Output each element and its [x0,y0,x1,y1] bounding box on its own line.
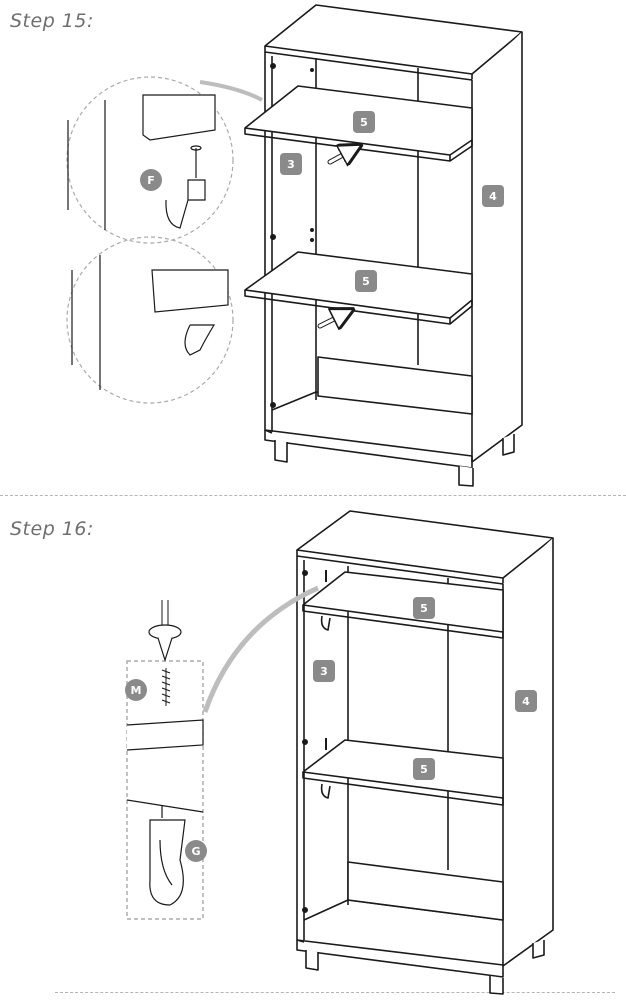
step15-part-label-3: 3 [280,153,302,175]
step16-shelf-label-bottom: 5 [413,758,435,780]
step15-shelf-label-top: 5 [353,111,375,133]
svg-text:F: F [147,174,155,187]
step16-shelf-label-top: 5 [413,597,435,619]
svg-text:5: 5 [360,116,368,129]
svg-text:5: 5 [362,275,370,288]
svg-text:5: 5 [420,763,428,776]
step15-part-label-4: 4 [482,185,504,207]
svg-text:3: 3 [320,665,328,678]
step-16-title: Step 16: [10,518,94,540]
step15-detail-lower [66,236,234,404]
svg-text:M: M [131,684,142,697]
step15-cabinet [244,4,523,487]
svg-text:3: 3 [287,158,295,171]
step16-hardware-label-m: M [125,679,147,701]
step16-detail-panel [126,585,320,920]
svg-text:4: 4 [489,190,497,203]
step16-part-label-4: 4 [515,690,537,712]
step16-cabinet [296,510,554,995]
svg-text:G: G [191,845,200,858]
step16-part-label-3: 3 [313,660,335,682]
step-divider [0,495,626,496]
svg-text:4: 4 [522,695,530,708]
svg-text:5: 5 [420,602,428,615]
bottom-divider [55,992,615,993]
step-15-title: Step 15: [10,10,94,32]
step16-hardware-label-g: G [185,840,207,862]
step15-detail-upper [66,76,263,244]
step15-hardware-label-f: F [140,169,162,191]
step15-shelf-label-bottom: 5 [355,270,377,292]
